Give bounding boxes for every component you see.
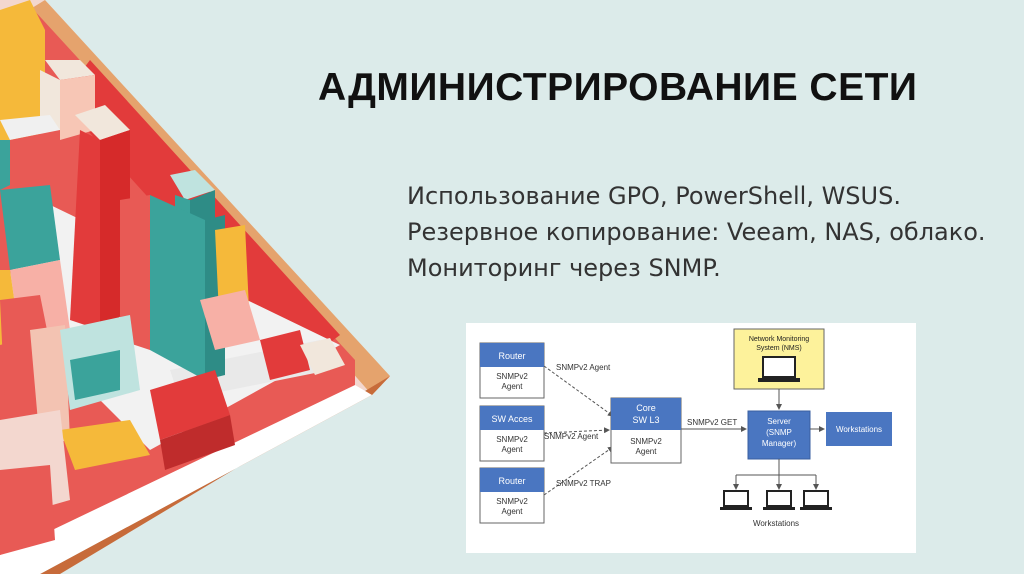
- svg-text:Server: Server: [767, 417, 791, 426]
- svg-text:Agent: Agent: [502, 382, 524, 391]
- svg-text:Agent: Agent: [502, 507, 524, 516]
- nms-box: Network Monitoring System (NMS): [733, 328, 825, 390]
- device-name: Router: [498, 351, 525, 361]
- server-box: Server (SNMP Manager): [747, 410, 811, 460]
- svg-text:Agent: Agent: [636, 447, 658, 456]
- bullet-item: Резервное копирование: Veeam, NAS, облак…: [407, 218, 986, 246]
- svg-text:SNMPv2: SNMPv2: [496, 372, 528, 381]
- device-router-2: Router SNMPv2 Agent: [479, 467, 545, 524]
- link-line: [543, 365, 614, 417]
- bullet-item: Мониторинг через SNMP.: [407, 254, 721, 282]
- svg-text:Workstations: Workstations: [836, 425, 882, 434]
- laptop-icon: [758, 356, 800, 382]
- isometric-city-illustration: [0, 0, 390, 574]
- svg-text:Manager): Manager): [762, 439, 797, 448]
- device-switch-access: SW Acces SNMPv2 Agent: [479, 405, 545, 462]
- svg-text:System (NMS): System (NMS): [756, 345, 802, 352]
- bullet-item: Использование GPO, PowerShell, WSUS.: [407, 182, 901, 210]
- core-switch: Core SW L3 SNMPv2 Agent: [610, 397, 682, 464]
- laptop-icon: [720, 490, 752, 510]
- device-name: Router: [498, 476, 525, 486]
- link-label: SNMPv2 TRAP: [556, 479, 611, 488]
- workstations-label: Workstations: [753, 519, 799, 528]
- svg-text:Core: Core: [636, 403, 656, 413]
- svg-text:(SNMP: (SNMP: [766, 428, 792, 437]
- get-label: SNMPv2 GET: [687, 418, 737, 427]
- link-label: SNMPv2 Agent: [556, 363, 611, 372]
- laptop-icon: [800, 490, 832, 510]
- link-label: SNMPv2 Agent: [544, 432, 599, 441]
- svg-text:SNMPv2: SNMPv2: [496, 497, 528, 506]
- svg-text:SW L3: SW L3: [632, 415, 659, 425]
- device-router-1: Router SNMPv2 Agent: [479, 342, 545, 399]
- svg-text:Network Monitoring: Network Monitoring: [749, 336, 809, 343]
- svg-text:Agent: Agent: [502, 445, 524, 454]
- slide-title: АДМИНИСТРИРОВАНИЕ СЕТИ: [318, 66, 918, 109]
- svg-text:SNMPv2: SNMPv2: [630, 437, 662, 446]
- device-name: SW Acces: [491, 414, 533, 424]
- workstations-box: Workstations: [826, 412, 892, 446]
- link-line: [543, 427, 610, 434]
- laptop-icon: [763, 490, 795, 510]
- bullet-list: Использование GPO, PowerShell, WSUS. Рез…: [407, 178, 986, 286]
- svg-text:SNMPv2: SNMPv2: [496, 435, 528, 444]
- link-line: [543, 446, 614, 496]
- snmp-network-diagram: SNMPv2 Agent SNMPv2 Agent SNMPv2 TRAP Ro…: [466, 323, 916, 553]
